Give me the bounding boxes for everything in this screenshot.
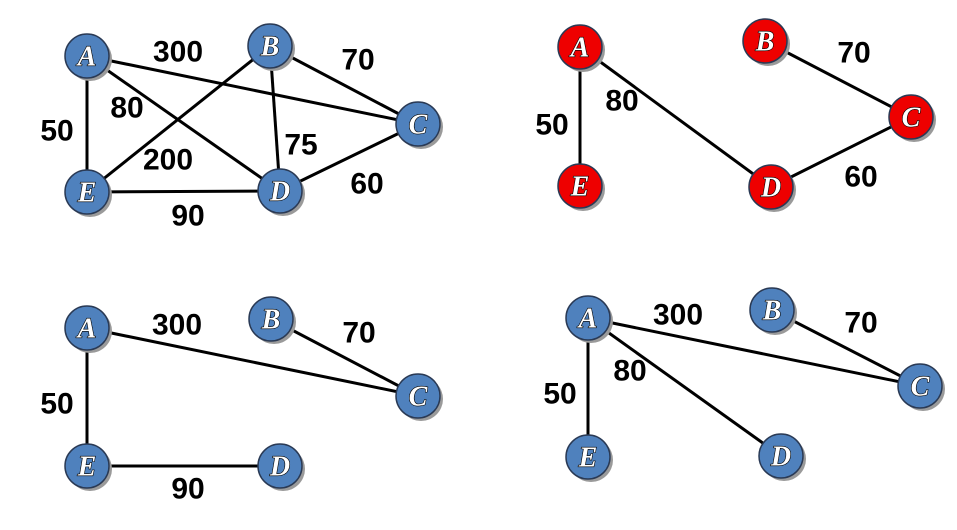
weight-label-a-e: 50 — [40, 388, 73, 421]
node-label: D — [770, 442, 791, 473]
edge-d-c — [770, 115, 912, 189]
node-d: D — [748, 164, 796, 212]
weight-label-a-c: 300 — [153, 36, 203, 69]
node-d: D — [758, 433, 806, 481]
node-b: B — [247, 23, 295, 71]
node-a: A — [64, 33, 112, 81]
weight-label-d-c: 60 — [844, 161, 877, 194]
node-c: C — [897, 363, 945, 411]
edge-b-c — [771, 308, 921, 388]
panel-red-tree: 70 80 50 60 A B C D E — [535, 18, 936, 212]
node-label: E — [77, 452, 97, 483]
node-label: B — [755, 27, 775, 58]
weight-label-a-c: 300 — [152, 309, 202, 342]
node-label: B — [260, 32, 280, 63]
node-b: B — [248, 296, 296, 344]
weight-label-b-e: 200 — [143, 144, 193, 177]
node-circle — [247, 23, 293, 69]
weight-label-d-c: 60 — [350, 168, 383, 201]
node-label: E — [578, 443, 598, 474]
weight-label-a-d: 80 — [110, 92, 143, 125]
edge-a-c — [587, 316, 921, 388]
edge-a-d — [579, 45, 772, 189]
node-label: E — [77, 178, 97, 209]
panel-tree-bottom-left: 300 70 50 90 A B C D E — [40, 296, 443, 506]
node-circle — [64, 305, 110, 351]
node-e: E — [64, 169, 112, 217]
weight-label-a-e: 50 — [40, 115, 73, 148]
node-circle — [395, 101, 441, 147]
edge-b-c — [270, 317, 419, 398]
edge-e-d — [86, 189, 281, 194]
node-label: B — [261, 305, 281, 336]
weight-label-e-d: 90 — [171, 200, 204, 233]
node-label: C — [902, 103, 921, 134]
weight-label-b-c: 70 — [837, 37, 870, 70]
node-label: E — [570, 172, 590, 203]
node-circle — [565, 434, 611, 480]
edge-a-c — [86, 326, 419, 398]
node-circle — [248, 296, 294, 342]
node-e: E — [557, 163, 605, 211]
node-label: C — [409, 382, 428, 413]
edge-b-e — [86, 44, 271, 194]
node-circle — [888, 94, 934, 140]
weight-label-b-c: 70 — [341, 44, 374, 77]
edge-d-c — [279, 122, 419, 193]
edge-a-d — [86, 54, 281, 193]
node-circle — [742, 18, 788, 64]
weight-label-b-d: 75 — [284, 129, 317, 162]
node-circle — [64, 443, 110, 489]
node-label: B — [762, 296, 782, 327]
edge-a-d — [587, 316, 782, 458]
node-circle — [758, 433, 804, 479]
node-label: A — [569, 33, 590, 64]
node-circle — [395, 373, 441, 419]
edge-a-c — [86, 54, 419, 126]
node-label: A — [577, 304, 598, 335]
weight-label-a-e: 50 — [535, 109, 568, 142]
weight-label-b-c: 70 — [342, 317, 375, 350]
node-circle — [64, 33, 110, 79]
edge-b-c — [269, 44, 419, 126]
weight-label-a-e: 50 — [543, 378, 576, 411]
weight-label-a-d: 80 — [605, 85, 638, 118]
node-e: E — [565, 434, 613, 482]
node-a: A — [64, 305, 112, 353]
node-label: C — [409, 110, 428, 141]
weight-label-a-d: 80 — [613, 355, 646, 388]
node-label: A — [76, 42, 97, 73]
node-circle — [557, 24, 603, 70]
node-e: E — [64, 443, 112, 491]
weight-label-a-c: 300 — [653, 299, 703, 332]
edge-b-c — [764, 39, 912, 119]
node-circle — [565, 295, 611, 341]
node-circle — [64, 169, 110, 215]
node-label: C — [911, 372, 930, 403]
node-circle — [748, 164, 794, 210]
node-circle — [257, 168, 303, 214]
node-b: B — [742, 18, 790, 66]
node-c: C — [888, 94, 936, 142]
node-circle — [557, 163, 603, 209]
node-circle — [749, 287, 795, 333]
node-label: D — [760, 173, 781, 204]
node-b: B — [749, 287, 797, 335]
node-label: D — [269, 452, 290, 483]
node-circle — [897, 363, 943, 409]
node-c: C — [395, 373, 443, 421]
node-d: D — [257, 443, 305, 491]
node-label: A — [76, 314, 97, 345]
node-circle — [257, 443, 303, 489]
node-a: A — [565, 295, 613, 343]
panel-tree-bottom-right: 300 70 80 50 A B C D E — [543, 287, 945, 482]
weight-label-e-d: 90 — [171, 473, 204, 506]
panel-original-graph: 300 70 80 50 200 75 60 90 A B C D E — [40, 23, 443, 233]
node-d: D — [257, 168, 305, 216]
node-a: A — [557, 24, 605, 72]
node-c: C — [395, 101, 443, 149]
node-label: D — [269, 177, 290, 208]
weight-label-b-c: 70 — [844, 307, 877, 340]
